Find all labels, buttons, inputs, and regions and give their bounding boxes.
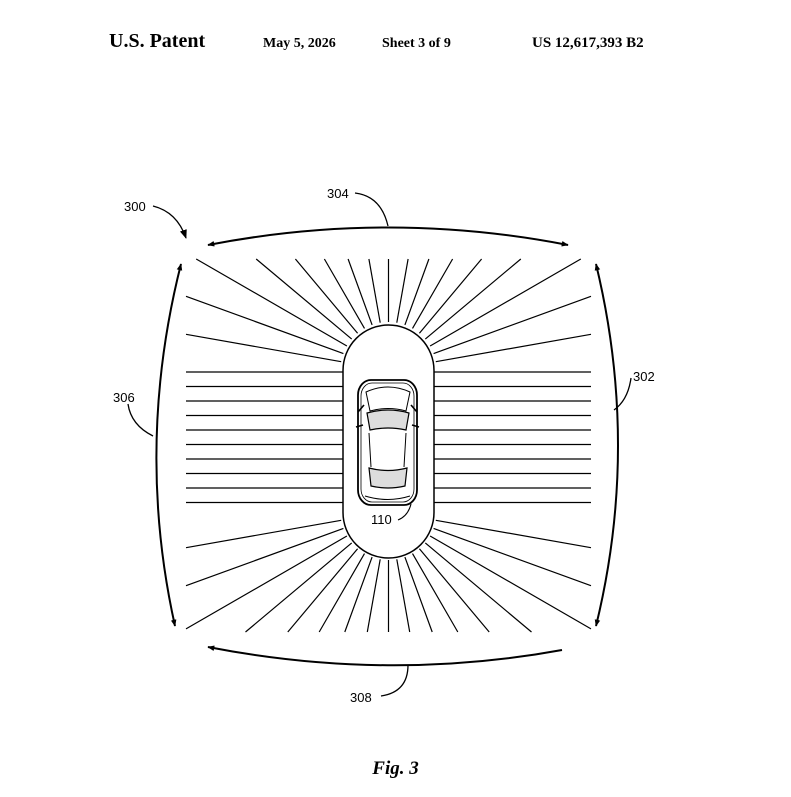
sensor-ray bbox=[368, 258, 381, 323]
label-302: 302 bbox=[633, 369, 655, 384]
sensor-ray bbox=[287, 548, 359, 633]
label-304: 304 bbox=[327, 186, 349, 201]
sensor-ray bbox=[195, 258, 348, 347]
sensor-ray bbox=[255, 258, 353, 340]
sensor-ray bbox=[429, 258, 582, 347]
sensor-ray bbox=[185, 519, 342, 549]
patent-header-title: U.S. Patent bbox=[109, 30, 206, 52]
sensor-ray bbox=[424, 542, 532, 633]
label-306: 306 bbox=[113, 390, 135, 405]
sensor-ray bbox=[433, 527, 592, 587]
right-side-arrow bbox=[594, 263, 619, 627]
leader-300 bbox=[152, 205, 187, 239]
sensor-ray bbox=[411, 258, 454, 329]
sensor-ray bbox=[433, 295, 592, 355]
leader-308 bbox=[380, 664, 409, 697]
leader-110 bbox=[397, 503, 412, 521]
sensor-ray bbox=[396, 258, 409, 323]
sensor-ray bbox=[418, 258, 483, 334]
sensor-ray bbox=[396, 559, 411, 633]
sensor-rays bbox=[185, 258, 592, 633]
sensor-ray bbox=[404, 258, 430, 326]
patent-number: US 12,617,393 B2 bbox=[532, 35, 644, 51]
sensor-ray bbox=[404, 556, 433, 633]
sensor-ray bbox=[245, 542, 353, 633]
sensor-ray bbox=[435, 519, 592, 549]
sensor-ray bbox=[323, 258, 366, 329]
sensor-ray bbox=[185, 535, 348, 630]
left-side-arrow bbox=[155, 263, 183, 627]
sensor-ray bbox=[411, 553, 459, 633]
sensor-ray bbox=[418, 548, 490, 633]
sensor-ray bbox=[185, 333, 342, 363]
label-300: 300 bbox=[124, 199, 146, 214]
sensor-ray bbox=[185, 527, 344, 587]
figure-caption: Fig. 3 bbox=[372, 758, 419, 779]
label-110: 110 bbox=[371, 512, 392, 527]
sensor-ray bbox=[424, 258, 522, 340]
sensor-ray bbox=[318, 553, 366, 633]
sensor-ray bbox=[347, 258, 373, 326]
leader-306 bbox=[127, 403, 154, 437]
sensor-ray bbox=[294, 258, 359, 334]
leader-304 bbox=[354, 192, 389, 227]
top-side-arrow bbox=[207, 226, 569, 247]
vehicle-icon bbox=[355, 379, 420, 506]
sensor-ray bbox=[366, 559, 381, 633]
sensor-ray bbox=[185, 295, 344, 355]
sheet-number: Sheet 3 of 9 bbox=[382, 36, 451, 51]
sensor-ray bbox=[435, 333, 592, 363]
bottom-side-arrow bbox=[207, 645, 563, 667]
sensor-ray bbox=[344, 556, 373, 633]
sensor-ray bbox=[429, 535, 592, 630]
label-308: 308 bbox=[350, 690, 372, 705]
patent-date: May 5, 2026 bbox=[263, 36, 336, 51]
leader-302 bbox=[613, 377, 632, 411]
